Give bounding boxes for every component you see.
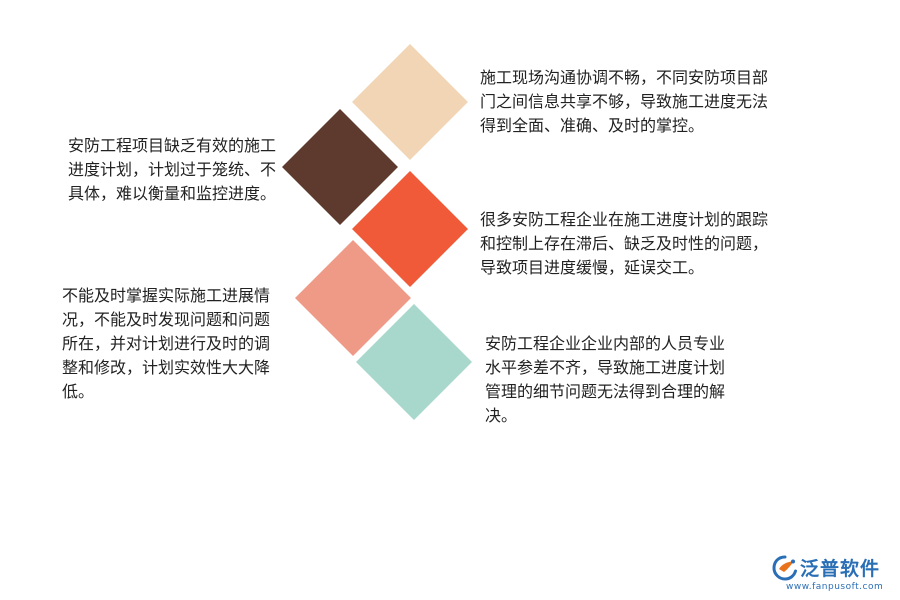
- brand-logo: 泛普软件 www.fanpusoft.com: [772, 552, 892, 596]
- point-communication: 施工现场沟通协调不畅，不同安防项目部门之间信息共享不够，导致施工进度无法得到全面…: [480, 68, 769, 135]
- point-progress-tracking: 不能及时掌握实际施工进展情况，不能及时发现问题和问题所在，并对计划进行及时的调整…: [62, 286, 271, 401]
- fanpu-logo-icon: [772, 555, 797, 581]
- brand-url: www.fanpusoft.com: [786, 582, 884, 592]
- point-lagging-control: 很多安防工程企业在施工进度计划的跟踪和控制上存在滞后、缺乏及时性的问题，导致项目…: [480, 210, 769, 277]
- point-staff-skills: 安防工程企业企业内部的人员专业水平参差不齐，导致施工进度计划管理的细节问题无法得…: [485, 334, 726, 425]
- point-no-plan: 安防工程项目缺乏有效的施工进度计划，计划过于笼统、不具体，难以衡量和监控进度。: [68, 136, 277, 203]
- brand-name: 泛普软件: [800, 558, 881, 580]
